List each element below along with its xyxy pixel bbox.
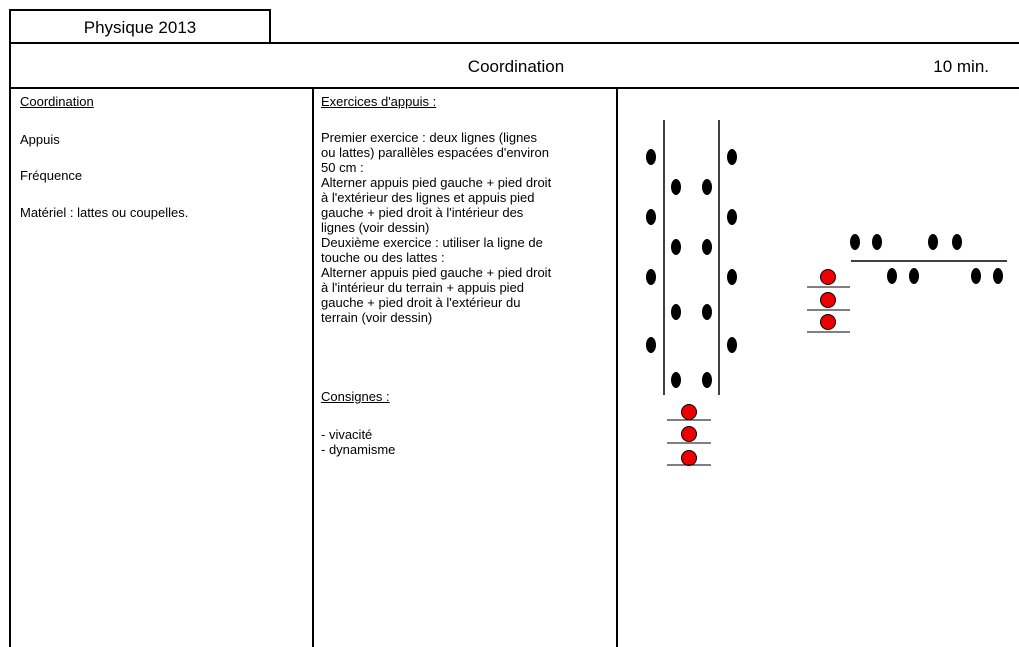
footprint [702, 179, 712, 195]
footprint [909, 268, 919, 284]
cone [821, 293, 836, 308]
footprint [702, 372, 712, 388]
footprint [646, 337, 656, 353]
cone [821, 270, 836, 285]
left-column: Coordination Appuis Fréquence Matériel :… [9, 88, 314, 647]
footprint [727, 149, 737, 165]
footprint [702, 304, 712, 320]
footprint [646, 209, 656, 225]
middle-heading: Exercices d'appuis : [321, 94, 436, 109]
footprint [887, 268, 897, 284]
left-heading: Coordination [20, 94, 94, 109]
footprint [952, 234, 962, 250]
middle-column: Exercices d'appuis : Premier exercice : … [313, 88, 618, 647]
exercise-diagram [620, 90, 1015, 480]
footprint [671, 179, 681, 195]
footprint [702, 239, 712, 255]
cone [821, 315, 836, 330]
document-title: Physique 2013 [9, 9, 271, 43]
footprint [971, 268, 981, 284]
left-item-appuis: Appuis [20, 132, 60, 147]
header-title: Coordination [11, 44, 1019, 90]
footprint [727, 337, 737, 353]
footprint [646, 269, 656, 285]
footprints-exercise-2 [850, 234, 1003, 284]
footprint [928, 234, 938, 250]
cone [682, 427, 697, 442]
cones-exercise-2 [807, 270, 850, 333]
left-item-materiel: Matériel : lattes ou coupelles. [20, 205, 188, 220]
left-item-frequence: Fréquence [20, 168, 82, 183]
footprint [872, 234, 882, 250]
footprint [671, 304, 681, 320]
cones-exercise-1 [667, 405, 711, 466]
footprint [671, 239, 681, 255]
footprint [993, 268, 1003, 284]
footprint [850, 234, 860, 250]
footprint [727, 269, 737, 285]
footprint [646, 149, 656, 165]
consignes-heading: Consignes : [321, 389, 390, 404]
header-duration: 10 min. [933, 44, 989, 90]
footprints-exercise-1 [646, 149, 737, 388]
footprint [671, 372, 681, 388]
cone [682, 405, 697, 420]
footprint [727, 209, 737, 225]
cone [682, 451, 697, 466]
exercise-description: Premier exercice : deux lignes (lignes o… [321, 130, 616, 325]
header-row: Coordination 10 min. [9, 42, 1019, 89]
consignes-list: - vivacité - dynamisme [321, 427, 395, 457]
